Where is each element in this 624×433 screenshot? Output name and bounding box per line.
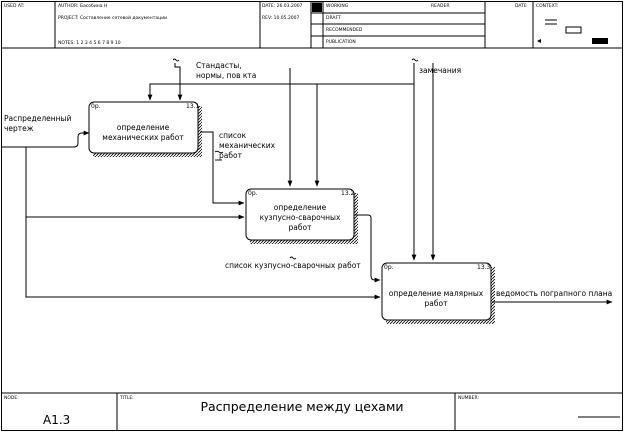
body-list-label: список кузпусно-сварочных работ (225, 261, 361, 270)
footer-frame (1, 392, 623, 431)
status-publication: PUBLICATION (326, 39, 356, 45)
standards-label-line1: Стандасты, (196, 61, 242, 70)
remarks-tilde (411, 58, 419, 62)
mech-list-tilde (214, 150, 224, 154)
number-label: NUMBER: (458, 395, 479, 401)
box3-line1: определение малярных (389, 289, 484, 298)
notes-field: NOTES: 1 2 3 4 5 6 7 8 9 10 (58, 40, 121, 46)
activity-box-2: 0р. 13.2 определение кузпусно-сварочных … (245, 188, 358, 244)
box3-corner: 0р. (384, 264, 394, 271)
activity-box-1: 0р. 13.1 определение механических работ (88, 101, 202, 157)
box1-output-arrow (200, 131, 245, 206)
box3-line2: работ (425, 299, 449, 308)
working-status-marker (312, 2, 322, 12)
drawing-label-line2: чертеж (4, 124, 34, 133)
title-label: TITLE: (119, 395, 134, 401)
arrows (2, 63, 613, 305)
box2-line1: определение (274, 203, 327, 212)
box2-code: 13.2 (341, 190, 355, 197)
drawing-to-box1-arrow (2, 130, 90, 148)
body-list-tilde (289, 256, 297, 260)
used-at-label: USED AT: (4, 3, 24, 9)
date-field: DATE: 26.03.2007 (262, 3, 303, 9)
standards-tilde (172, 58, 180, 62)
reader-label: READER (431, 3, 449, 9)
standards-label-line2: нормы, пов кта (196, 71, 256, 80)
status-recommended: RECOMMENDED (326, 27, 363, 33)
box2-line3: работ (289, 223, 313, 232)
activity-box-3: 0р. 13.3 определение малярных работ (381, 262, 495, 324)
node-label: NODE: (4, 395, 19, 401)
context-label: CONTEXT: (536, 3, 558, 9)
rev-field: REV: 10.05.2007 (262, 15, 300, 21)
drawing-to-box2-arrow (25, 147, 245, 220)
status-draft: DRAFT (326, 15, 341, 21)
box2-output-arrow (355, 214, 381, 283)
context-thumbnail (537, 19, 608, 44)
mech-list-label-line2: механических (219, 141, 276, 150)
box2-line2: кузпусно-сварочных (260, 213, 341, 222)
drawing-label-line1: Распределенный (4, 114, 71, 123)
box1-line2: механических работ (102, 133, 184, 142)
box2-corner: 0р. (248, 190, 258, 197)
remarks-label: замечания (419, 66, 461, 75)
standards-branch-arrow (147, 63, 415, 101)
project-field: PROJECT: Составление сетевой документаци… (58, 14, 167, 21)
author-field: AUTHOR: Басобина Н (58, 3, 107, 9)
standards-to-box1-arrow (174, 63, 183, 101)
reader-date-label: DATE (515, 3, 527, 9)
box1-line1: определение (117, 123, 170, 132)
label-connectors (172, 58, 419, 260)
box1-code: 13.1 (186, 103, 200, 110)
paint-sheet-label: ведомость пограпного плана (496, 289, 612, 298)
remarks-to-box2-arrow (314, 83, 414, 187)
box3-code: 13.3 (477, 264, 491, 271)
status-working: WORKING (326, 3, 349, 9)
diagram-title: Распределение между цехами (200, 399, 403, 414)
drawing-to-box3-arrow (25, 217, 381, 300)
mech-list-label-line1: список (219, 131, 247, 140)
mech-list-label-line3: работ (219, 151, 243, 160)
node-value: А1.3 (43, 413, 70, 427)
box1-corner: 0р. (91, 103, 101, 110)
